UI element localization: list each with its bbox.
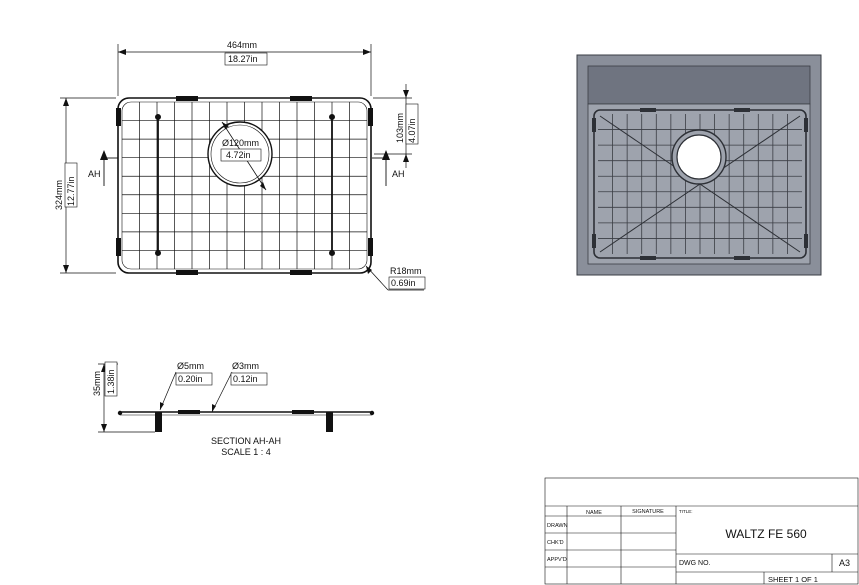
radius-in-box <box>388 276 426 290</box>
hole-dia-in-label: 4.72in <box>226 150 251 160</box>
dia2-in-box <box>230 372 268 386</box>
sink-back-ledge <box>587 65 811 105</box>
bumper-foot <box>116 238 121 256</box>
width-dimension <box>117 44 372 96</box>
dim-arrow <box>403 90 409 98</box>
radius-arrow <box>366 266 372 274</box>
sink-bumper <box>640 256 656 260</box>
sink-bumper <box>734 256 750 260</box>
sink-bumper <box>592 234 596 248</box>
bumper-foot <box>176 96 198 101</box>
dia2-in-label: 0.12in <box>233 374 258 384</box>
hole-dia-arrow <box>260 182 266 190</box>
section-foot <box>155 412 162 432</box>
section-height-in-box <box>104 361 118 397</box>
dia1-in-box <box>175 372 213 386</box>
width-in-label: 18.27in <box>228 54 258 64</box>
dim-arrow <box>63 98 69 106</box>
title-block-frame <box>544 477 859 585</box>
dim-arrow <box>403 154 409 162</box>
sink-bumper <box>804 118 808 132</box>
section-bumper <box>292 410 314 414</box>
drawing-title: WALTZ FE 560 <box>725 527 807 541</box>
offset-mm-label: 103mm <box>395 113 405 143</box>
section-end <box>117 410 123 416</box>
sink-bumper <box>734 108 750 112</box>
dia1-in-label: 0.20in <box>178 374 203 384</box>
section-label-right: AH <box>392 169 405 179</box>
sink-grid-outline <box>593 109 807 259</box>
support-pegs <box>157 118 333 252</box>
section-bumper <box>178 410 200 414</box>
dwg-no-label: DWG NO. <box>679 560 711 567</box>
dia2-arrow <box>212 404 216 412</box>
section-view <box>117 410 375 432</box>
row-appvd: APPV'D <box>547 557 567 563</box>
width-mm-label: 464mm <box>227 40 257 50</box>
section-marker-left <box>103 157 118 186</box>
hole-dia-mm-label: Ø120mm <box>222 138 259 148</box>
dia2-mm-label: Ø3mm <box>232 361 259 371</box>
section-height-in-label: 1.38in <box>106 369 116 394</box>
sink-render <box>576 54 822 276</box>
bumper-foot <box>290 270 312 275</box>
offset-in-box <box>405 103 419 145</box>
section-end <box>369 410 375 416</box>
grid-top-view <box>116 96 373 275</box>
bumper-foot <box>368 108 373 126</box>
dia1-arrow <box>160 402 164 410</box>
hole-dia-in-box <box>220 148 262 162</box>
title-block <box>544 477 859 585</box>
sink-bumper <box>804 234 808 248</box>
hole-dia-arrow <box>222 122 229 129</box>
section-title: SECTION AH-AH <box>211 436 281 446</box>
section-arrow-left <box>100 150 108 160</box>
radius-in-label: 0.69in <box>391 278 416 288</box>
offset-in-label: 4.07in <box>407 118 417 143</box>
row-drawn: DRAWN <box>547 523 568 529</box>
dim-arrow <box>101 424 107 432</box>
dim-arrow <box>363 49 371 55</box>
height-mm-label: 324mm <box>54 180 64 210</box>
height-in-label: 12.77in <box>66 176 76 206</box>
height-in-box <box>64 162 78 208</box>
sink-bumper <box>640 108 656 112</box>
dim-arrow <box>118 49 126 55</box>
sink-bumpers <box>592 108 808 260</box>
sink-bumper <box>592 118 596 132</box>
sink-drain-opening <box>676 134 722 180</box>
drain-hole-inner <box>210 124 270 184</box>
dia2-leader <box>211 371 233 413</box>
width-in-box <box>224 52 268 66</box>
peg-end <box>155 114 161 120</box>
grid-outline <box>117 97 372 274</box>
col-name: NAME <box>586 510 602 516</box>
dia2-callout <box>211 371 233 413</box>
bumper-foot <box>176 270 198 275</box>
bumper-foot <box>290 96 312 101</box>
sheet-number: SHEET 1 OF 1 <box>768 575 818 584</box>
peg-end <box>329 250 335 256</box>
dia1-mm-label: Ø5mm <box>177 361 204 371</box>
radius-mm-label: R18mm <box>390 266 422 276</box>
bumper-foot <box>116 108 121 126</box>
section-arrow-right <box>382 150 390 160</box>
col-signature: SIGNATURE <box>632 509 664 515</box>
peg-end <box>155 250 161 256</box>
peg-end <box>329 114 335 120</box>
bumper-feet <box>116 96 373 275</box>
section-scale: SCALE 1 : 4 <box>221 447 271 457</box>
row-chkd: CHK'D <box>547 540 564 546</box>
section-marker-right <box>372 157 387 186</box>
sheet-size: A3 <box>839 558 850 568</box>
bumper-foot <box>368 238 373 256</box>
section-label-left: AH <box>88 169 101 179</box>
dim-arrow <box>63 265 69 273</box>
section-height-mm-label: 35mm <box>92 371 102 396</box>
section-foot <box>326 412 333 432</box>
title-label: TITLE: <box>679 509 693 514</box>
